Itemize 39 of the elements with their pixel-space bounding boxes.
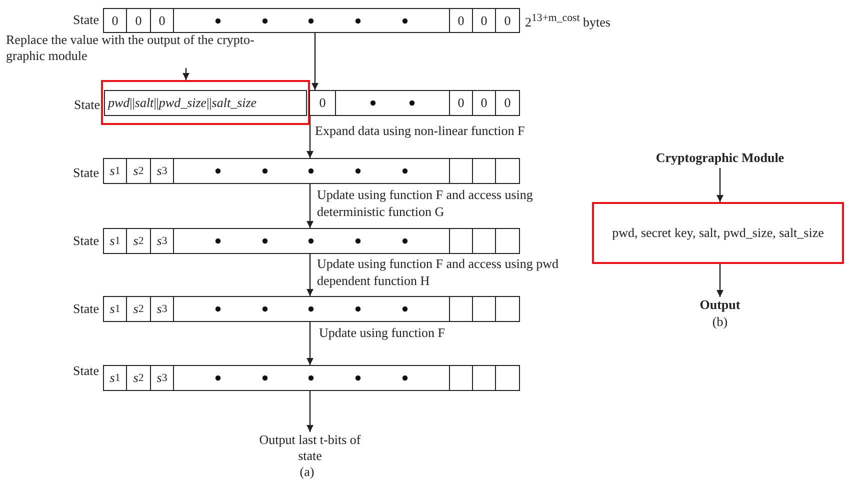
array-cell: 0 [495, 91, 519, 115]
array-cell: 0 [151, 9, 174, 32]
arrow [306, 184, 314, 228]
text-label: Output last t-bits of state [255, 432, 365, 464]
array-cell: 0 [449, 9, 472, 32]
row-label: 2$^{13+m_cost}$ bytes [525, 12, 612, 30]
arrow [182, 68, 190, 80]
array-cell: 0 [472, 91, 495, 115]
array-cell: 0 [495, 9, 519, 32]
edge-label: Update using function F and access using deterministic function G [317, 186, 534, 220]
array-cell: 0 [472, 9, 495, 32]
row-label: State [72, 165, 99, 181]
array-cell: 0 [127, 9, 151, 32]
arrow [306, 254, 314, 296]
heading-text: Output [680, 297, 760, 313]
row-label: State [72, 301, 99, 317]
figure-caption: (a) [298, 464, 316, 480]
row-label: State [73, 97, 100, 113]
edge-label: Expand data using non-linear function F [315, 122, 526, 139]
arrow [716, 264, 724, 297]
edge-label: Update using function F [319, 324, 446, 341]
arrow [306, 391, 314, 432]
array-cell: 0 [104, 9, 127, 32]
arrow [306, 116, 314, 158]
arrow [312, 33, 318, 90]
row-label: State [72, 12, 99, 28]
text-label: Replace the value with the output of the crypto-graphic module [6, 32, 274, 64]
array-cell: pwd||salt||pwd_size||salt_size [104, 90, 307, 116]
row-label: State [72, 363, 99, 379]
arrow [716, 168, 724, 202]
array-cell: 0 [310, 91, 336, 115]
row-label: State [72, 233, 99, 249]
figure-caption: (b) [711, 314, 729, 330]
heading-text: Cryptographic Module [630, 150, 810, 166]
process-box: pwd, secret key, salt, pwd_size, salt_size [592, 202, 844, 264]
arrow [306, 322, 314, 365]
array-cell: 0 [449, 91, 472, 115]
edge-label: Update using function F and access using pwd dependent function H [317, 255, 560, 289]
memory-array [309, 90, 520, 116]
